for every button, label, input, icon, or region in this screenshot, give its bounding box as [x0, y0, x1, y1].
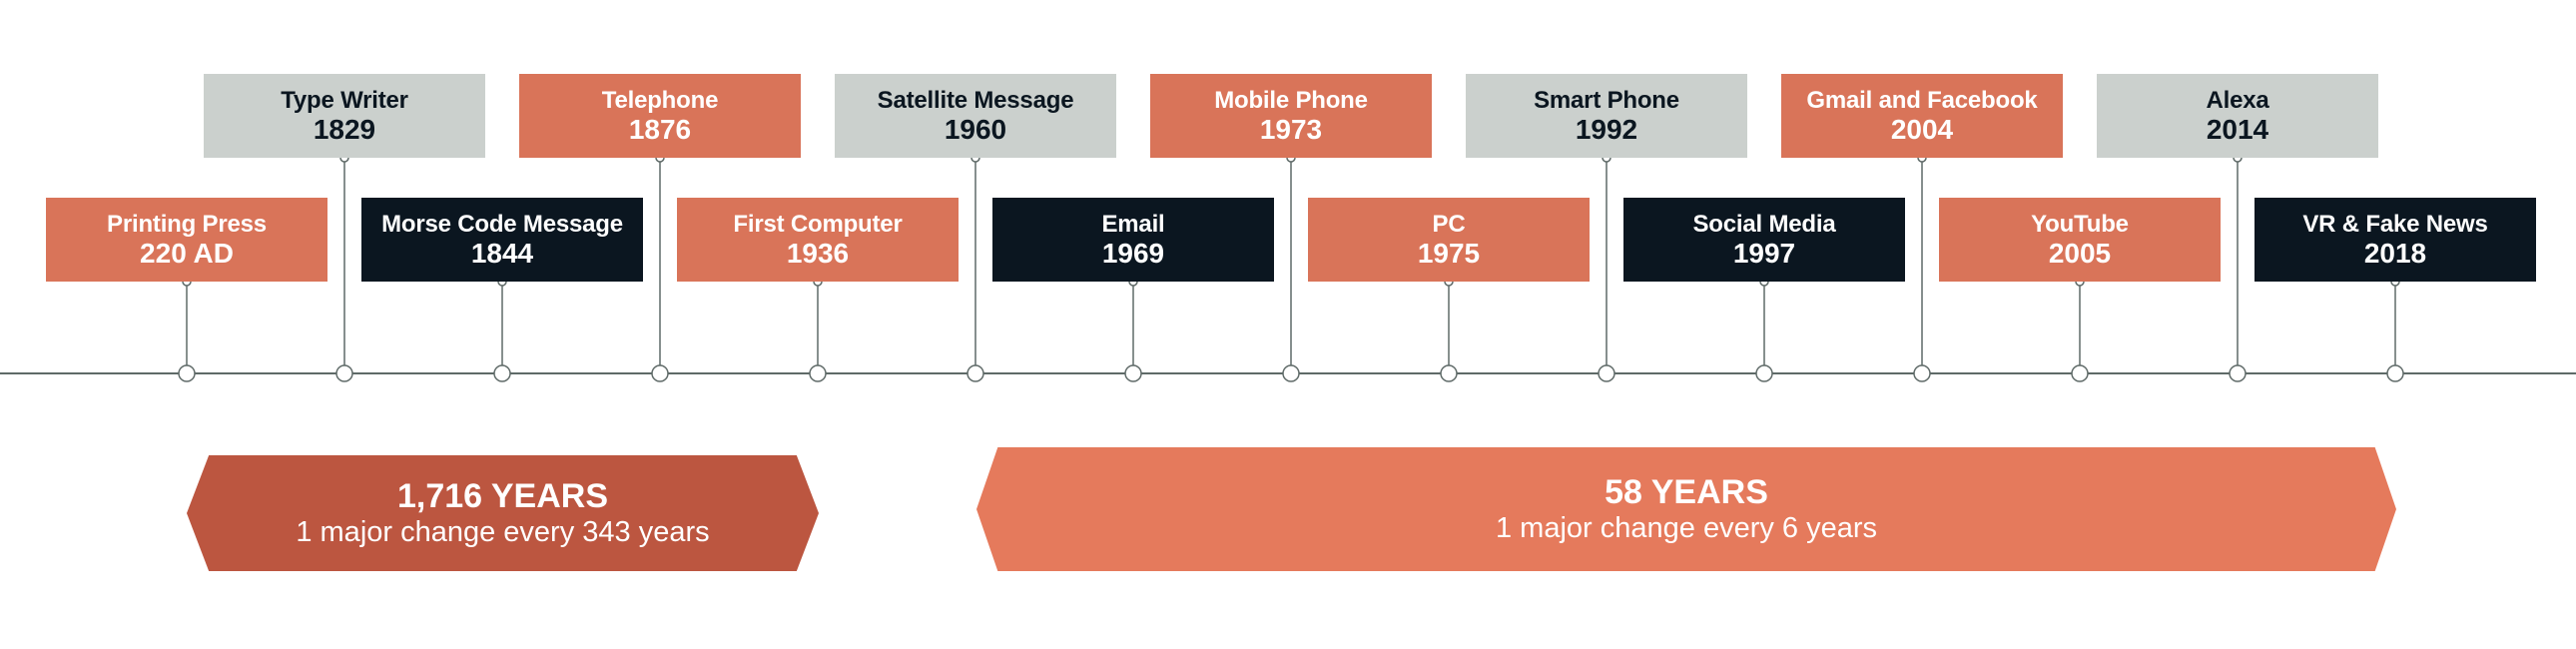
event-title: Alexa [2206, 87, 2269, 114]
event-year: 2005 [2048, 238, 2112, 269]
event-year: 2018 [2363, 238, 2427, 269]
event-axis-node [1282, 364, 1300, 382]
event-title: Type Writer [281, 87, 408, 114]
event-title: PC [1432, 211, 1466, 238]
event-year: 1936 [786, 238, 850, 269]
event-axis-node [2386, 364, 2404, 382]
event-year: 1876 [628, 114, 692, 145]
event-year: 1973 [1259, 114, 1323, 145]
event-axis-node [651, 364, 669, 382]
event-year: 1844 [470, 238, 534, 269]
era-banner-right-title: 58 YEARS [1605, 473, 1768, 511]
event-axis-node [1598, 364, 1615, 382]
event-axis-node [966, 364, 984, 382]
event-axis-node [335, 364, 353, 382]
event-axis-node [2229, 364, 2247, 382]
event-title: Mobile Phone [1214, 87, 1368, 114]
event-title: Printing Press [107, 211, 267, 238]
era-banner-right-subtitle: 1 major change every 6 years [1495, 512, 1878, 544]
event-title: First Computer [733, 211, 903, 238]
event-axis-node [809, 364, 827, 382]
event-axis-node [493, 364, 511, 382]
event-title: Email [1101, 211, 1165, 238]
event-title: YouTube [2031, 211, 2129, 238]
event-year: 1992 [1575, 114, 1638, 145]
event-axis-node [1124, 364, 1142, 382]
event-title: Social Media [1692, 211, 1836, 238]
event-year: 2014 [2206, 114, 2269, 145]
event-year: 1975 [1417, 238, 1481, 269]
event-year: 220 AD [140, 238, 234, 269]
event-axis-node [2071, 364, 2089, 382]
event-year: 1969 [1101, 238, 1165, 269]
event-year: 2004 [1890, 114, 1954, 145]
event-axis-node [1440, 364, 1458, 382]
event-title: Gmail and Facebook [1806, 87, 2038, 114]
event-title: Smart Phone [1534, 87, 1679, 114]
era-banner-right: 58 YEARS 1 major change every 6 years [976, 447, 2396, 571]
event-axis-node [1755, 364, 1773, 382]
event-axis-node [178, 364, 196, 382]
event-year: 1829 [313, 114, 376, 145]
event-year: 1997 [1732, 238, 1796, 269]
event-title: VR & Fake News [2302, 211, 2488, 238]
event-year: 1960 [944, 114, 1007, 145]
event-title: Telephone [601, 87, 719, 114]
event-title: Morse Code Message [381, 211, 623, 238]
event-axis-node [1913, 364, 1931, 382]
event-title: Satellite Message [877, 87, 1074, 114]
era-banner-left: 1,716 YEARS 1 major change every 343 yea… [187, 455, 819, 571]
era-banner-left-title: 1,716 YEARS [396, 477, 609, 515]
era-banner-left-subtitle: 1 major change every 343 years [296, 516, 710, 548]
